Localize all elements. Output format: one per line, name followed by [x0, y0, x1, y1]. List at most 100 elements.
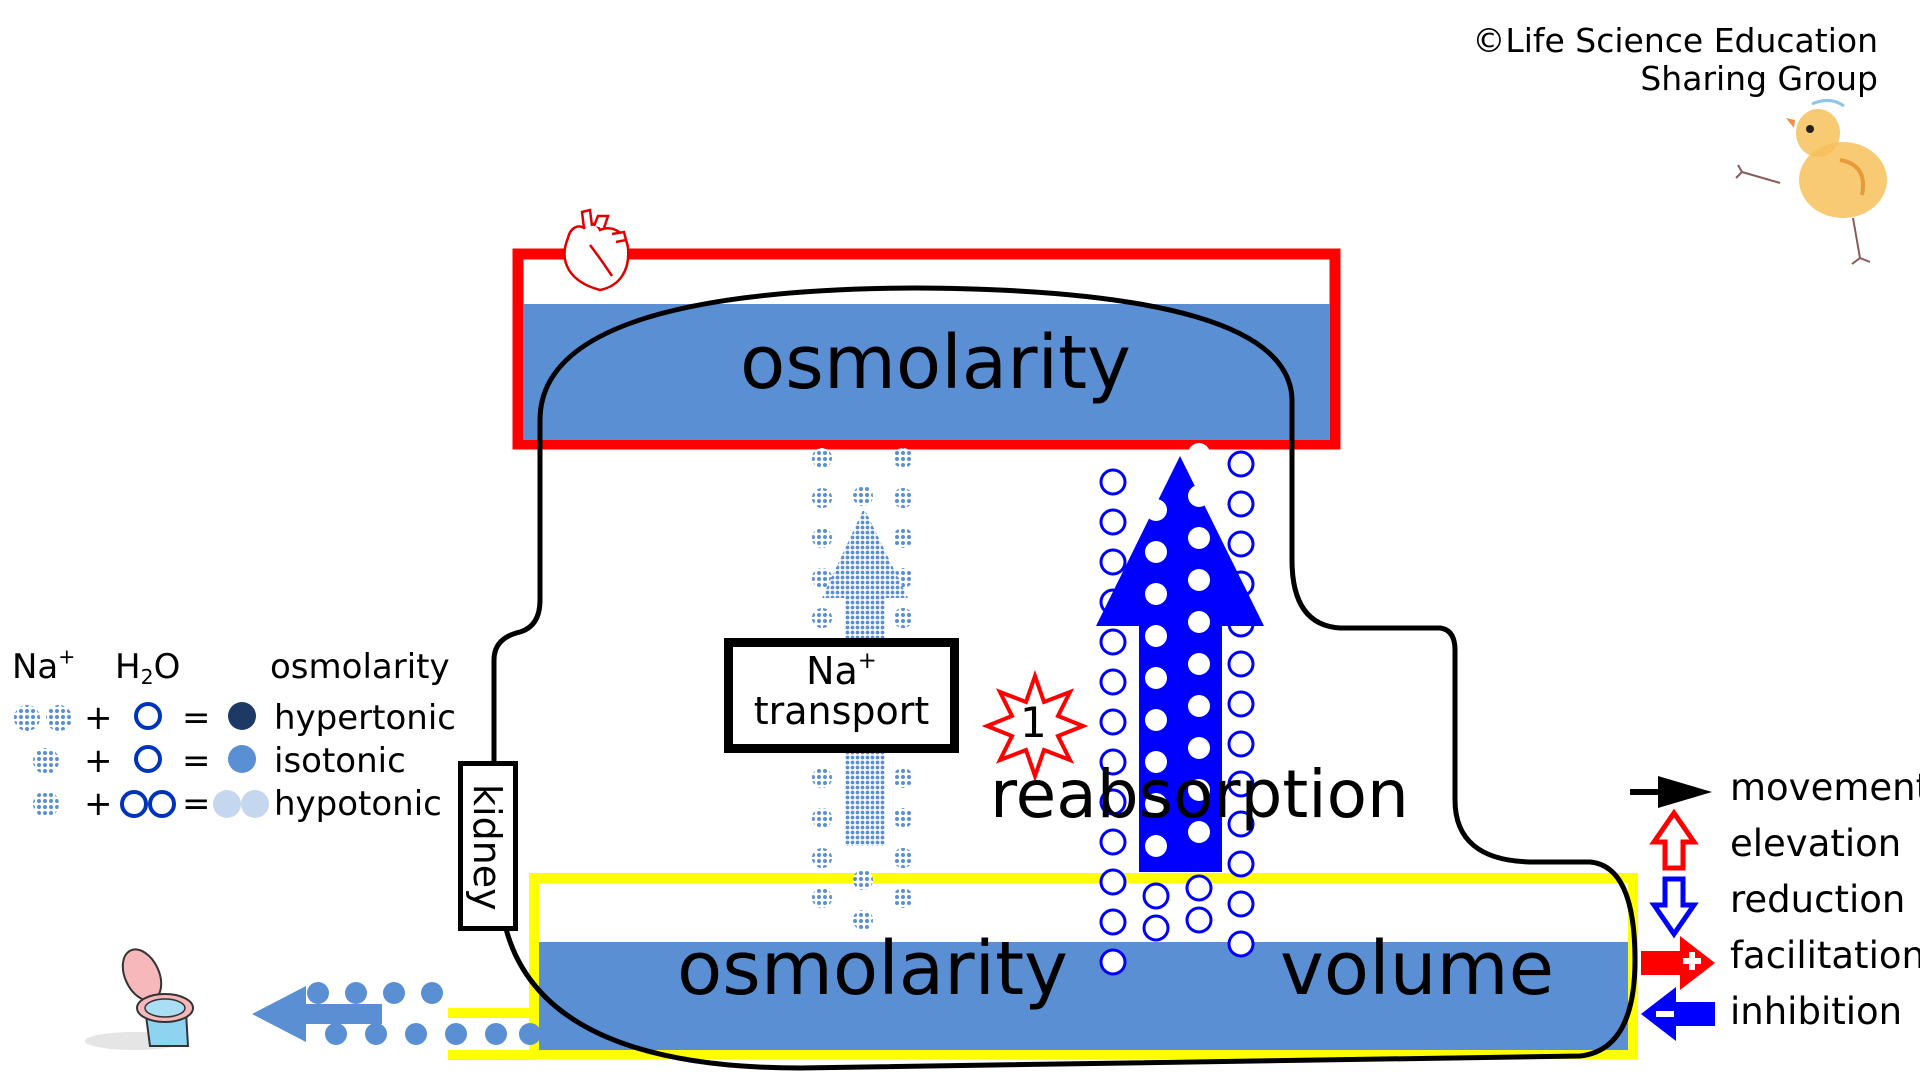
red-outline-arrow-up-icon — [1649, 808, 1699, 871]
na-particle — [893, 808, 913, 828]
excreted-particle — [421, 982, 443, 1004]
h2o-symbol — [148, 790, 176, 818]
water-molecule — [1227, 850, 1255, 878]
na-particle — [893, 848, 913, 868]
h2o-symbol — [134, 745, 162, 773]
water-molecule-in-arrow — [1188, 443, 1210, 465]
osmolarity-result-symbol — [228, 745, 256, 773]
kidney-osmolarity-band — [539, 942, 1628, 1050]
excreted-particle — [383, 982, 405, 1004]
excreted-particle — [519, 1023, 541, 1045]
water-molecule — [1185, 906, 1213, 934]
na-particle — [812, 488, 832, 508]
key-label-reduction: reduction — [1730, 878, 1906, 921]
water-molecule — [1227, 450, 1255, 478]
na-particle — [812, 568, 832, 588]
excreted-particle — [485, 1023, 507, 1045]
na-particle — [893, 608, 913, 628]
reabsorption-arrow — [1096, 456, 1264, 872]
heart-osmolarity-band — [523, 304, 1330, 440]
water-molecule — [1099, 548, 1127, 576]
na-particle — [812, 768, 832, 788]
water-molecule — [1227, 650, 1255, 678]
na-particle — [812, 808, 832, 828]
water-molecule — [1099, 868, 1127, 896]
kidney-tag: kidney — [458, 761, 518, 931]
water-molecule-in-arrow — [1145, 625, 1167, 647]
water-molecule — [1185, 874, 1213, 902]
excreted-particle — [405, 1023, 427, 1045]
na-symbol — [33, 748, 59, 774]
na-particle — [853, 870, 873, 890]
heart-icon — [563, 208, 630, 292]
excreted-particle — [345, 982, 367, 1004]
legend-label-hypotonic: hypotonic — [274, 784, 442, 824]
water-molecule-in-arrow — [1145, 835, 1167, 857]
water-molecule — [1142, 914, 1170, 942]
legend-equals: = — [182, 698, 211, 738]
toilet-icon — [85, 948, 194, 1050]
tube-bottom-edge — [448, 1050, 536, 1060]
legend-header-na: Na+ — [12, 644, 76, 687]
copyright-line-2: Sharing Group — [1640, 59, 1878, 98]
water-molecule — [1099, 948, 1127, 976]
heart-osmolarity-label: osmolarity — [740, 320, 1131, 406]
water-molecule-in-arrow — [1188, 779, 1210, 801]
water-molecule — [1099, 908, 1127, 936]
water-molecule-in-arrow — [1188, 695, 1210, 717]
water-molecule — [1227, 810, 1255, 838]
blue-outline-arrow-down-icon — [1649, 876, 1699, 939]
kidney-osmolarity-label: osmolarity — [677, 926, 1068, 1012]
legend-label-isotonic: isotonic — [274, 741, 406, 781]
excreted-particle — [445, 1023, 467, 1045]
na-transport-box: Na+ transport — [724, 638, 959, 753]
osmolarity-result-symbol — [241, 790, 269, 818]
water-molecule-in-arrow — [1145, 499, 1167, 521]
legend-header-h2o: H2O — [115, 647, 181, 690]
h2o-symbol — [120, 790, 148, 818]
reabsorption-badge-number: 1 — [1020, 698, 1047, 747]
legend-plus: + — [84, 784, 113, 824]
na-particle — [893, 488, 913, 508]
legend-equals: = — [182, 784, 211, 824]
kidney-compartment — [448, 873, 1638, 1060]
water-molecule-in-arrow — [1145, 667, 1167, 689]
water-molecule-in-arrow — [1188, 527, 1210, 549]
na-transport-ion: Na — [806, 649, 858, 693]
key-label-inhibition: inhibition — [1730, 990, 1903, 1033]
h2o-symbol — [134, 702, 162, 730]
na-transport-charge: + — [857, 648, 877, 675]
kidney-volume-label: volume — [1280, 926, 1555, 1012]
copyright-notice: ©Life Science Education Sharing Group — [1472, 22, 1878, 98]
excreted-particle — [307, 982, 329, 1004]
blue-minus-arrow-left-icon — [1641, 987, 1715, 1041]
na-particle — [893, 888, 913, 908]
water-molecule — [1227, 890, 1255, 918]
tube-top-edge — [448, 1008, 536, 1018]
legend-plus: + — [84, 698, 113, 738]
water-molecule-in-arrow — [1145, 541, 1167, 563]
na-transport-label: transport — [753, 689, 930, 733]
reabsorption-badge-star — [981, 669, 1089, 783]
na-particle — [893, 528, 913, 548]
water-molecule — [1227, 530, 1255, 558]
na-particle — [812, 888, 832, 908]
water-molecule — [1227, 730, 1255, 758]
legend-equals: = — [182, 741, 211, 781]
water-molecule-in-arrow — [1145, 709, 1167, 731]
red-plus-arrow-right-icon — [1641, 936, 1715, 990]
na-particle — [812, 848, 832, 868]
na-particle — [812, 608, 832, 628]
water-molecule-in-arrow — [1188, 611, 1210, 633]
excretion-arrow — [252, 986, 382, 1042]
water-molecule — [1227, 690, 1255, 718]
kidney-outline — [491, 285, 1638, 1071]
key-label-movement: movement — [1730, 766, 1920, 809]
key-label-facilitation: facilitation — [1730, 934, 1920, 977]
osmolarity-result-symbol — [213, 790, 241, 818]
excreted-particle — [365, 1023, 387, 1045]
na-symbol — [46, 705, 72, 731]
excretion-flow — [307, 982, 541, 1045]
kidney-tag-label: kidney — [465, 783, 509, 911]
water-molecule-in-arrow — [1188, 821, 1210, 843]
